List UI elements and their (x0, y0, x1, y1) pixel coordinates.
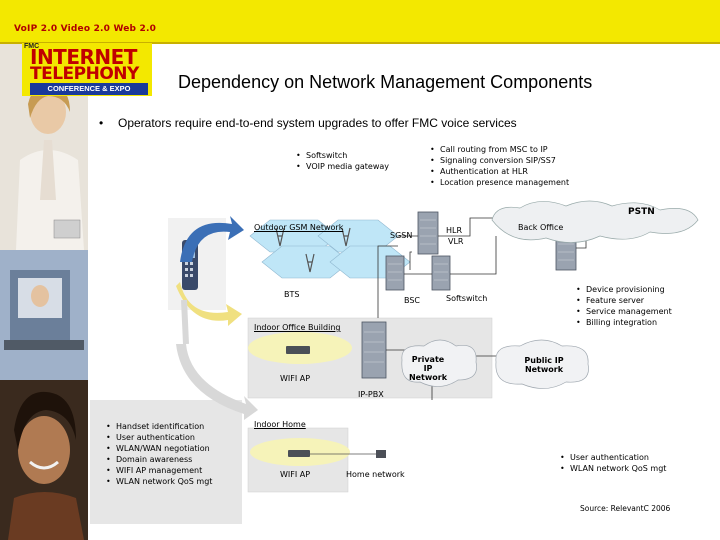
label-hlr: HLR (446, 226, 463, 235)
label-sgsn: SGSN (390, 231, 413, 240)
public-ip-line2: Network (524, 365, 564, 374)
note-item: WLAN network QoS mgt (560, 463, 666, 474)
label-bsc: BSC (404, 296, 421, 305)
note-item: User authentication (560, 452, 666, 463)
backoffice-notes: Device provisioning Feature server Servi… (576, 284, 672, 328)
note-item: Authentication at HLR (430, 166, 569, 177)
note-item: Billing integration (576, 317, 672, 328)
conference-tagline: VoIP 2.0 Video 2.0 Web 2.0 (14, 24, 157, 34)
label-bts: BTS (284, 290, 300, 299)
note-item: WLAN/WAN negotiation (106, 443, 212, 454)
note-item: Handset identification (106, 421, 212, 432)
conference-logo: FMC INTERNET TELEPHONY CONFERENCE & EXPO (22, 43, 152, 96)
public-ip-cloud (495, 339, 589, 389)
note-item: Service management (576, 306, 672, 317)
label-public-ip: Public IP Network (518, 356, 570, 374)
pstn-cloud (491, 200, 699, 243)
label-ip-pbx: IP-PBX (358, 390, 384, 399)
logo-line3: CONFERENCE & EXPO (30, 83, 148, 95)
arrow-to-wifi (176, 282, 242, 326)
note-item: Signaling conversion SIP/SS7 (430, 155, 569, 166)
label-softswitch: Softswitch (446, 294, 488, 303)
softswitch-notes: Softswitch VOIP media gateway (296, 150, 389, 172)
source-note: Source: RelevantC 2006 (580, 504, 671, 513)
label-private-ip: Private IP Network (406, 355, 450, 382)
logo-line2: TELEPHONY (30, 64, 139, 84)
public-ip-line1: Public IP (524, 356, 564, 365)
private-ip-line2: IP (423, 364, 433, 373)
note-item: Location presence management (430, 177, 569, 188)
note-item: User authentication (106, 432, 212, 443)
label-wifi-ap-office: WIFI AP (280, 374, 311, 383)
arrow-to-gsm (180, 216, 244, 262)
note-item: Feature server (576, 295, 672, 306)
label-back-office: Back Office (518, 223, 564, 232)
label-vlr: VLR (448, 237, 464, 246)
logo-fmc: FMC (24, 43, 40, 50)
logo-line1: INTERNET (30, 45, 137, 69)
slide-title: Dependency on Network Management Compone… (178, 72, 593, 92)
bts-towers (275, 227, 351, 273)
note-item: VOIP media gateway (296, 161, 389, 172)
msc-notes: Call routing from MSC to IP Signaling co… (430, 144, 569, 188)
label-wifi-ap-home: WIFI AP (280, 470, 311, 479)
note-item: Call routing from MSC to IP (430, 144, 569, 155)
label-pstn: PSTN (628, 207, 655, 217)
label-indoor-office: Indoor Office Building (254, 323, 341, 332)
note-item: WIFI AP management (106, 465, 212, 476)
label-home-network: Home network (346, 470, 405, 479)
label-indoor-home: Indoor Home (254, 420, 306, 429)
private-ip-line3: Network (408, 373, 448, 382)
home-notes: User authentication WLAN network QoS mgt (560, 452, 666, 474)
private-ip-line1: Private (411, 355, 445, 364)
label-outdoor-gsm: Outdoor GSM Network (254, 223, 344, 232)
handset-notes: Handset identification User authenticati… (106, 421, 212, 487)
banner-divider (0, 42, 720, 44)
note-item: Softswitch (296, 150, 389, 161)
connection-lines (377, 217, 587, 400)
private-ip-cloud (401, 339, 477, 387)
conference-banner (0, 0, 720, 42)
note-item: Domain awareness (106, 454, 212, 465)
bullet-dot: • (99, 116, 104, 130)
arrow-to-home (176, 344, 258, 420)
note-item: Device provisioning (576, 284, 672, 295)
main-bullet: Operators require end-to-end system upgr… (118, 116, 517, 130)
note-item: WLAN network QoS mgt (106, 476, 212, 487)
wifi-ap-devices (286, 346, 386, 458)
